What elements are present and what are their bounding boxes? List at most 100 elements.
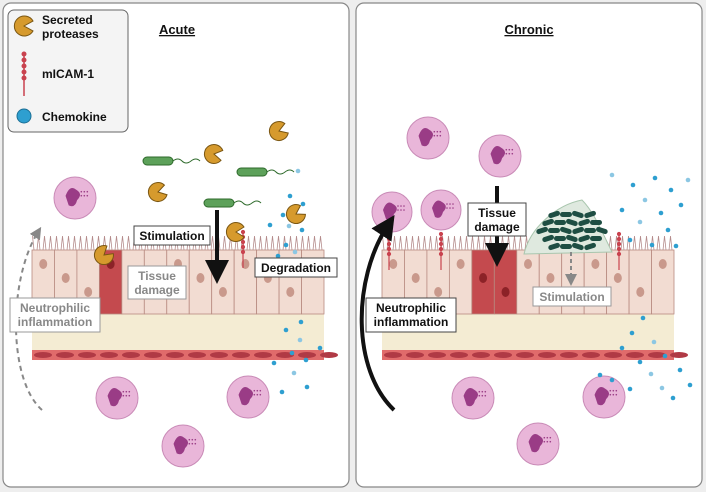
chemokine-icon [677, 367, 683, 373]
acute-tissue-damage-label: Tissue damage [127, 265, 187, 300]
biofilm-icon [523, 199, 613, 255]
svg-text:Stimulation: Stimulation [139, 229, 204, 243]
chemokine-icon [317, 345, 323, 351]
endothelium [382, 350, 688, 360]
chemokine-icon [652, 175, 658, 181]
chronic-tissue-damage-label: Tissue damage [467, 202, 527, 237]
chemokine-icon [267, 222, 273, 228]
cell-nucleus [434, 287, 443, 297]
chemokine-icon [658, 210, 664, 216]
proteases [93, 121, 306, 266]
chemokine-icon [649, 242, 655, 248]
svg-text:Tissue: Tissue [138, 269, 176, 283]
chemokine-icon [668, 187, 674, 193]
chemokine-icon [630, 182, 636, 188]
chemokine-icon [627, 386, 633, 392]
neutrophil-icon [406, 116, 450, 160]
chemokine-icon [619, 345, 625, 351]
svg-text:damage: damage [474, 220, 520, 234]
svg-text:Neutrophilic: Neutrophilic [20, 301, 90, 315]
chemokine-icon [283, 242, 289, 248]
cell-nucleus [524, 259, 532, 269]
chemokine-icon [303, 357, 309, 363]
chemokine-icon [651, 339, 657, 345]
chemokine-icon [637, 219, 643, 225]
endothelium [32, 350, 338, 360]
cell-nucleus [286, 287, 295, 297]
chemokine-icon [629, 330, 635, 336]
cell-nucleus [501, 287, 510, 297]
chronic-stimulation-label: Stimulation [532, 286, 612, 307]
neutrophil-icon [478, 134, 522, 178]
legend: Secreted proteases mICAM-1 Chemokine [7, 9, 129, 133]
cell-nucleus [411, 273, 420, 283]
neutrophil-icon [451, 376, 495, 420]
chemokine-icon [287, 193, 293, 199]
cell-nucleus [613, 273, 622, 283]
chemokine-icon [279, 389, 285, 395]
protease-icon [285, 204, 306, 225]
protease-icon [13, 15, 34, 37]
damaged-cell [493, 249, 518, 315]
neutrophil-icon [226, 375, 270, 419]
bacteria [142, 156, 613, 255]
neutrophil-icon [371, 191, 413, 233]
svg-text:Degradation: Degradation [261, 261, 331, 275]
chemokine-icon [637, 359, 643, 365]
chronic-neutrophilic-inflammation-label: Neutrophilic inflammation [365, 297, 457, 333]
svg-text:Tissue: Tissue [478, 206, 516, 220]
chemokine-icon [304, 384, 310, 390]
chemokine-icon [659, 385, 665, 391]
protease-icon [203, 144, 224, 164]
cell-nucleus [39, 259, 48, 269]
chemokine-icon [291, 370, 297, 376]
svg-text:Stimulation: Stimulation [539, 290, 604, 304]
chemokine-icon [286, 223, 292, 229]
cell-nucleus [546, 273, 555, 283]
neutrophil-icon [95, 376, 139, 420]
cell-nucleus [196, 273, 205, 283]
neutrophil-icon [53, 176, 97, 220]
acute-neutrophilic-inflammation-label: Neutrophilic inflammation [9, 297, 101, 333]
epithelial-cell [628, 249, 652, 315]
protease-icon [268, 121, 289, 142]
chemokine-icon [665, 227, 671, 233]
cell-nucleus [389, 259, 398, 269]
chemokine-icon [280, 212, 286, 218]
epithelial-cell [651, 249, 675, 315]
neutrophil-icon [161, 424, 205, 468]
chemokine-icon [670, 395, 676, 401]
chemokine-icon [297, 337, 303, 343]
acute-degradation-label: Degradation [254, 257, 338, 278]
cell-nucleus [61, 273, 70, 283]
chemokine-icon [627, 237, 633, 243]
chemokine-icon [640, 315, 646, 321]
bacterium-icon [142, 156, 201, 166]
legend-micam-label: mICAM-1 [42, 67, 94, 81]
neutrophil-icon [516, 422, 560, 466]
neutrophil-icon [582, 375, 626, 419]
acute-recruitment-arrow [15, 226, 43, 411]
chronic-recruitment-arrow [359, 214, 396, 412]
cell-nucleus [591, 259, 600, 269]
chemokine-icon [295, 168, 301, 174]
chemokine-icon [609, 377, 615, 383]
bacterium-icon [203, 198, 262, 208]
bacterium-icon [236, 167, 295, 177]
chemokine-icon [662, 353, 668, 359]
micam-icon [21, 51, 27, 96]
svg-text:inflammation: inflammation [374, 315, 449, 329]
cell-nucleus [84, 287, 93, 297]
chemokine-icon [619, 207, 625, 213]
chemokine-icon [283, 327, 289, 333]
chronic-title: Chronic [504, 22, 553, 37]
micam-icon [616, 231, 622, 270]
chemokine-icon [597, 372, 603, 378]
protease-icon [147, 182, 168, 203]
protease-icon [225, 222, 245, 242]
acute-title: Acute [159, 22, 195, 37]
legend-protease-label-2: proteases [42, 27, 99, 41]
chemokine-icon [292, 249, 298, 255]
chemokine-icon [275, 253, 281, 259]
